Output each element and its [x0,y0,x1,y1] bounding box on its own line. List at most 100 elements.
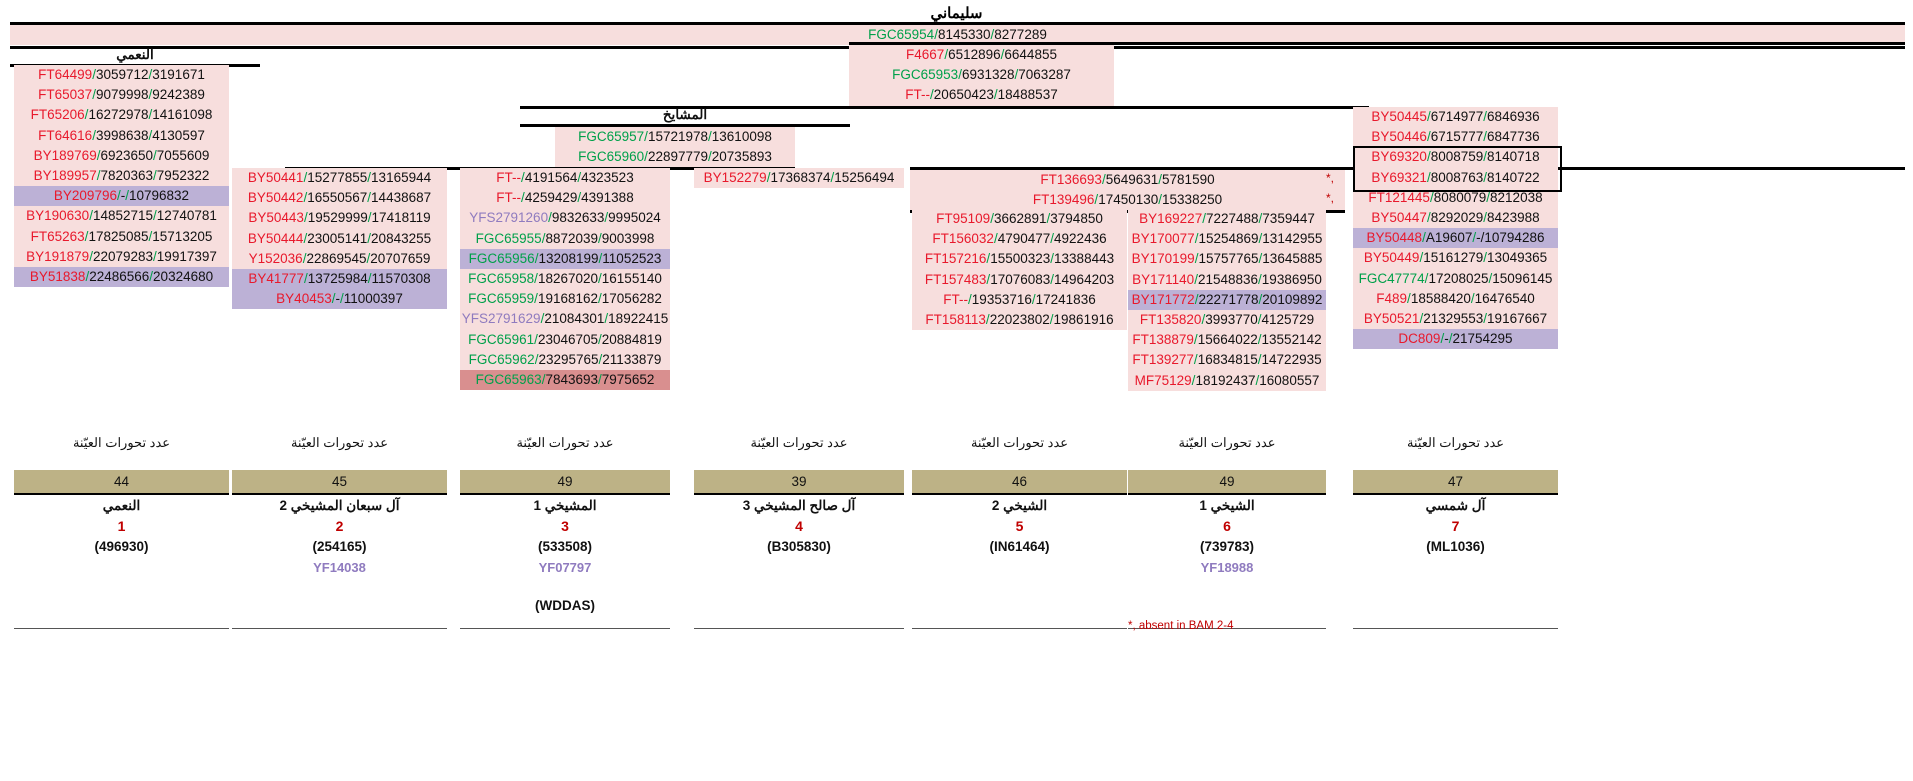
position-hg38: - [1444,331,1449,347]
clade-box-salih [694,168,904,188]
position-hg38: 17208025 [1428,270,1489,286]
summary-divider [912,493,1127,495]
snp-row: BY169227/7227488/7359447 [1128,209,1326,229]
snp-name: BY50521 [1363,311,1420,327]
position-hg38: 9079998 [95,87,149,103]
separator: / [1050,271,1055,287]
separator: / [1483,210,1488,226]
separator: / [1255,372,1260,388]
mashayikh-haplogroup-box [555,127,795,167]
clade-box-mashayikhi1 [460,168,670,390]
mutation-count-bar: 46 [912,470,1127,493]
separator: / [1014,67,1019,83]
position-hg38: 8292029 [1430,210,1484,226]
separator: / [1031,291,1036,307]
position-hg19: 7359447 [1262,211,1315,226]
position-hg19: 3191671 [152,67,205,82]
snp-row: FT65037/9079998/9242389 [14,85,229,105]
position-hg19: 7055609 [156,147,210,163]
midright-bottom-rule [520,106,1369,109]
position-hg38: 19529999 [307,210,368,226]
position-hg19: 8277289 [994,27,1047,42]
separator: / [1194,251,1199,267]
separator: / [1258,251,1263,267]
summary-divider [232,493,447,495]
separator: / [944,47,949,62]
separator: / [331,291,336,307]
clade-name: آل شمسي [1425,498,1486,513]
snp-row: DC809/-/21754295 [1353,329,1558,350]
snp-row: BY50442/16550567/14438687 [232,188,447,208]
separator: / [303,170,308,185]
summary-bottom-divider [694,628,904,629]
farright-haplogroup-box [910,170,1345,210]
separator: / [1429,189,1434,205]
mutation-count-bar: 39 [694,470,904,493]
separator: / [1426,210,1431,226]
separator: / [534,331,538,347]
snp-name: BY41777 [248,271,304,287]
position-hg19: 11000397 [343,291,403,307]
snp-row: BY171140/21548836/19386950 [1128,270,1326,290]
clade-name: الشيخي 2 [991,498,1048,513]
root-row-list: FGC65954/8145330/8277289 [10,25,1905,45]
position-hg38: 8872039 [545,230,599,246]
snp-name: FT157483 [924,271,987,287]
separator: / [1094,192,1099,208]
position-hg19: 8423988 [1487,210,1540,226]
snp-row: FGC65959/19168162/17056282 [460,289,670,309]
separator: / [1483,169,1488,185]
clade-rows-salih: BY152279/17368374/15256494 [694,168,904,188]
snp-name: BY69321 [1371,169,1427,185]
position-hg38: 16834815 [1197,352,1258,368]
separator: / [1000,47,1005,62]
position-hg19: 19917397 [156,248,217,264]
separator: / [598,372,602,388]
root-banner-top-rule [10,22,1905,25]
separator: / [1419,311,1424,327]
position-hg38: A19607 [1425,230,1473,246]
snp-name: FGC65958 [468,271,535,287]
position-hg38: 14852715 [92,208,154,224]
separator: / [1258,231,1263,247]
clade-index: 2 [335,518,344,534]
wddas-label: (WDDAS) [460,598,670,613]
separator: / [993,231,998,247]
separator: / [708,149,712,165]
position-hg19: 6847736 [1487,129,1540,145]
separator: / [303,190,308,206]
separator: / [598,291,602,307]
mutation-count-bar: 47 [1353,470,1558,493]
snp-row: FT121445/8080079/8212038 [1353,188,1558,208]
position-hg38: 23046705 [537,331,599,347]
highlight-outline-by69320-by69321 [1353,146,1562,192]
clade-index: 4 [795,518,803,534]
separator: / [1191,372,1196,388]
snp-row: FT--/20650423/18488537 [849,85,1114,105]
snp-name: FT-- [496,170,522,185]
summary-bottom-divider [912,628,1127,629]
position-hg38: 15757765 [1198,251,1259,267]
snp-name: BY191879 [26,248,90,264]
position-hg19: 19386950 [1261,271,1322,287]
position-hg19: 8140718 [1487,149,1540,165]
separator: / [89,208,93,224]
position-hg38: 15721978 [647,129,709,144]
separator: / [1194,231,1199,247]
separator: / [340,291,344,307]
snp-name: BY50448 [1366,230,1423,246]
snp-name: FT65037 [38,87,93,103]
position-hg19: 7952322 [156,168,210,184]
mutation-count-bar: 49 [1128,470,1326,493]
separator: / [1257,332,1262,348]
snp-row: BY51838/22486566/20324680 [14,267,229,288]
position-hg19: 5781590 [1162,172,1215,187]
snp-row: FT157216/15500323/13388443 [912,249,1127,269]
separator: / [92,127,96,143]
position-hg38: 7820363 [100,168,154,184]
separator: / [930,87,934,103]
